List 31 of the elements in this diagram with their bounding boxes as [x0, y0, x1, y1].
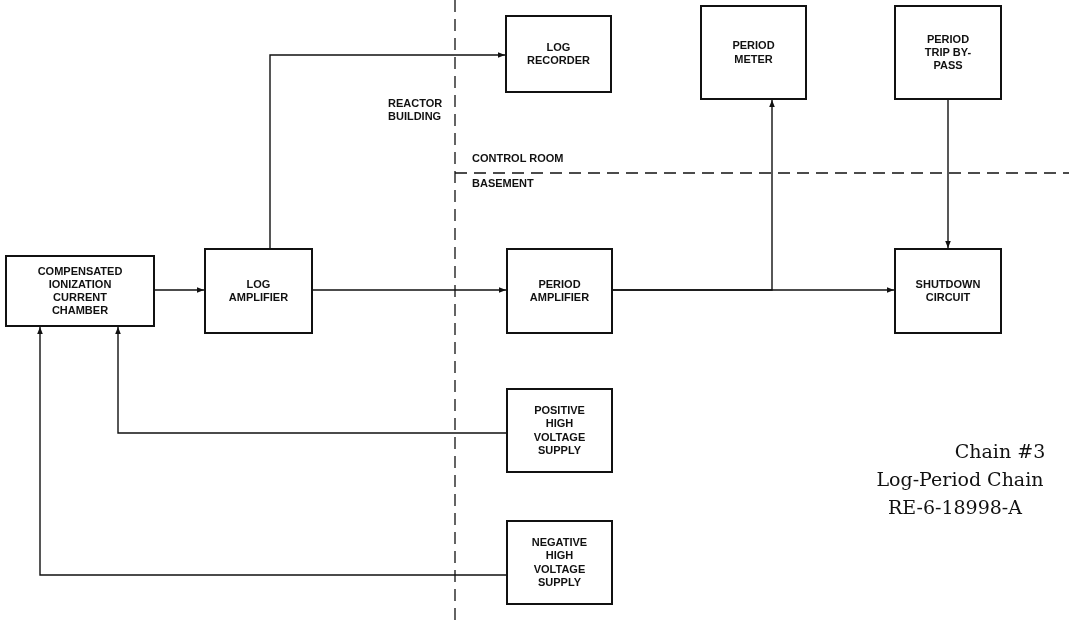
process-box: [506, 248, 613, 334]
arrow: [115, 326, 507, 434]
process-box: [5, 255, 155, 327]
region-label: REACTOR BUILDING: [388, 97, 444, 124]
process-box: [894, 248, 1002, 334]
caption-text: Chain #3: [954, 440, 1046, 462]
box-label: PERIOD AMPLIFIER: [528, 277, 591, 305]
process-box: [204, 248, 313, 334]
process-box: [505, 15, 612, 93]
process-box: [506, 388, 613, 473]
box-label: LOG AMPLIFIER: [227, 277, 290, 305]
box-label: NEGATIVE HIGH VOLTAGE SUPPLY: [530, 536, 589, 589]
caption-text: Log-Period Chain: [876, 468, 1044, 490]
box-label: SHUTDOWN CIRCUIT: [914, 277, 982, 305]
process-box: [894, 5, 1002, 100]
caption-text: RE-6-18998-A: [888, 496, 1022, 518]
arrow: [37, 326, 507, 576]
box-label: PERIOD TRIP BY-PASS: [923, 32, 973, 73]
arrow: [312, 287, 507, 293]
box-label: POSITIVE HIGH VOLTAGE SUPPLY: [532, 404, 587, 457]
arrow: [612, 99, 775, 291]
box-label: PERIOD METER: [731, 39, 776, 66]
process-box: [700, 5, 807, 100]
arrow: [945, 99, 951, 249]
arrow: [269, 52, 506, 249]
process-box: [506, 520, 613, 605]
region-label: BASEMENT: [472, 177, 534, 191]
box-label: LOG RECORDER: [526, 40, 591, 68]
region-label: CONTROL ROOM: [472, 152, 564, 166]
box-label: COMPENSATED IONIZATION CURRENT CHAMBER: [36, 264, 124, 318]
arrow: [154, 287, 205, 293]
